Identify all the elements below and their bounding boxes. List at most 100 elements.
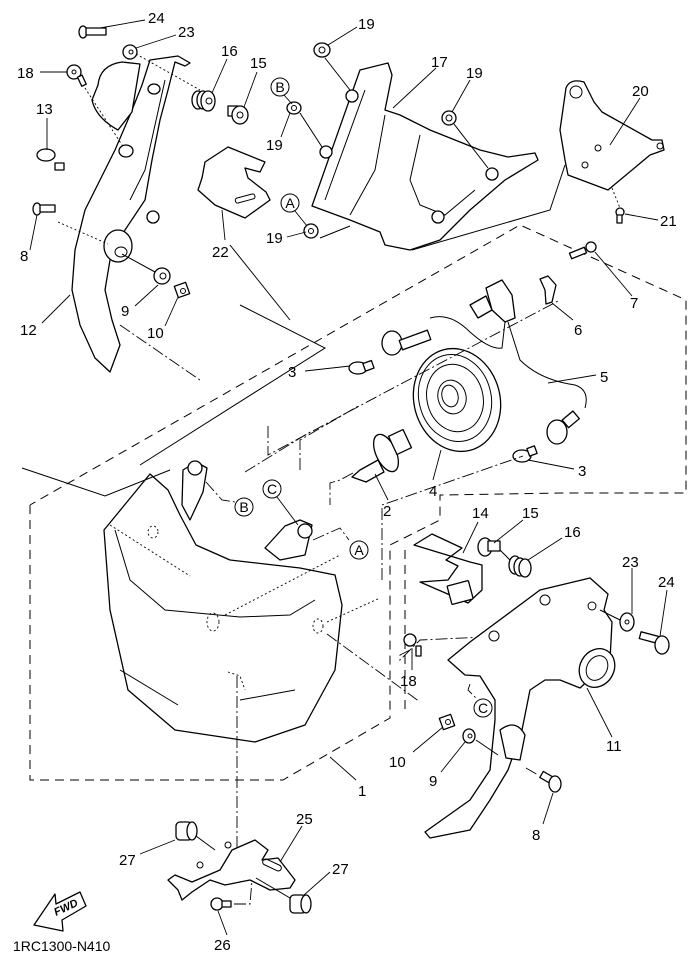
part-18-bolt-right [403, 633, 422, 657]
part-15-collar-right [477, 537, 501, 557]
svg-text:18: 18 [400, 673, 417, 690]
svg-text:13: 13 [36, 101, 53, 118]
svg-text:25: 25 [296, 811, 313, 828]
label-17: 17 [392, 54, 448, 109]
label-19-a: 19 [327, 16, 375, 46]
svg-text:16: 16 [221, 43, 238, 60]
label-8-top: 8 [20, 214, 38, 265]
part-23-washer-right [619, 612, 635, 632]
label-10-right: 10 [389, 726, 444, 771]
label-9-top: 9 [121, 284, 159, 320]
label-10-top: 10 [147, 296, 179, 342]
label-15-top: 15 [243, 55, 267, 108]
svg-text:A: A [285, 195, 295, 211]
part-9-grommet-right [462, 728, 476, 744]
label-19-c: 19 [451, 65, 483, 113]
part-4-bulb-cover [412, 347, 502, 453]
svg-text:10: 10 [147, 325, 164, 342]
label-24-right: 24 [658, 574, 675, 637]
svg-text:19: 19 [358, 16, 375, 33]
label-7: 7 [594, 251, 638, 312]
part-23-washer [122, 44, 138, 60]
assembly-boundary [29, 224, 687, 781]
svg-text:9: 9 [429, 773, 437, 790]
part-1-headlight-housing [103, 460, 343, 743]
part-22-bracket [197, 146, 271, 219]
part-8-bolt [32, 202, 56, 216]
svg-text:17: 17 [431, 54, 448, 71]
svg-text:21: 21 [660, 213, 677, 230]
part-18-bolt [66, 64, 87, 87]
part-9-grommet [153, 267, 171, 285]
svg-text:19: 19 [266, 137, 283, 154]
part-20-bracket [559, 80, 665, 191]
label-4: 4 [429, 449, 442, 500]
svg-text:24: 24 [148, 10, 165, 27]
part-13-hose-clamp [36, 148, 65, 171]
svg-text:23: 23 [178, 24, 195, 41]
part-2-headlight-bulb [351, 428, 413, 483]
label-25: 25 [279, 811, 313, 863]
svg-text:2: 2 [383, 503, 391, 520]
part-3-position-bulb-lower [512, 445, 538, 463]
svg-text:15: 15 [250, 55, 267, 72]
label-23-right: 23 [622, 554, 639, 614]
fwd-arrow-icon: FWD [33, 891, 87, 932]
label-3-upper: 3 [288, 364, 351, 381]
label-5: 5 [547, 369, 608, 386]
svg-text:B: B [239, 499, 248, 515]
label-3-lower: 3 [527, 459, 586, 480]
label-9-right: 9 [429, 741, 466, 790]
ref-marker-a-top: A [280, 193, 300, 213]
svg-text:19: 19 [266, 230, 283, 247]
svg-text:10: 10 [389, 754, 406, 771]
label-16-right: 16 [527, 524, 581, 561]
ref-marker-b-top: B [270, 77, 290, 97]
label-15-right: 15 [493, 505, 539, 544]
part-12-stay-left [71, 55, 191, 373]
svg-text:3: 3 [578, 463, 586, 480]
svg-text:20: 20 [632, 83, 649, 100]
part-3-bulb-socket-upper [381, 329, 432, 356]
label-22: 22 [212, 209, 229, 261]
label-8-right: 8 [532, 792, 554, 844]
part-15-collar [227, 105, 249, 125]
ref-marker-b: B [234, 497, 254, 517]
svg-text:8: 8 [20, 248, 28, 265]
svg-text:B: B [275, 79, 284, 95]
label-26: 26 [214, 910, 231, 954]
label-16-top: 16 [211, 43, 238, 94]
part-3-position-bulb-upper [348, 359, 375, 375]
svg-text:22: 22 [212, 244, 229, 261]
part-24-bolt-right [638, 631, 670, 655]
label-24-top: 24 [99, 10, 165, 29]
label-6: 6 [551, 302, 582, 339]
diagram-code: 1RC1300-N410 [13, 938, 110, 954]
label-20: 20 [609, 83, 649, 146]
label-21: 21 [624, 213, 677, 230]
svg-text:18: 18 [17, 65, 34, 82]
part-26-bolt [210, 897, 232, 911]
part-24-bolt [78, 25, 107, 39]
ref-marker-c: C [262, 479, 282, 499]
svg-text:C: C [267, 481, 277, 497]
part-10-nut-right [438, 713, 456, 731]
svg-text:27: 27 [332, 861, 349, 878]
label-13: 13 [36, 101, 53, 150]
svg-text:14: 14 [472, 505, 489, 522]
label-27-right: 27 [303, 861, 349, 896]
label-18-right: 18 [400, 648, 417, 690]
svg-text:27: 27 [119, 852, 136, 869]
svg-text:4: 4 [429, 483, 437, 500]
part-5-socket-cord [429, 279, 587, 409]
part-25-bracket [167, 839, 296, 901]
svg-text:24: 24 [658, 574, 675, 591]
svg-text:A: A [354, 542, 364, 558]
svg-text:7: 7 [630, 295, 638, 312]
svg-text:6: 6 [574, 322, 582, 339]
label-2: 2 [374, 473, 391, 520]
part-14-bracket [413, 533, 483, 605]
part-27-damper-left [175, 821, 198, 841]
label-23-top: 23 [135, 24, 195, 49]
